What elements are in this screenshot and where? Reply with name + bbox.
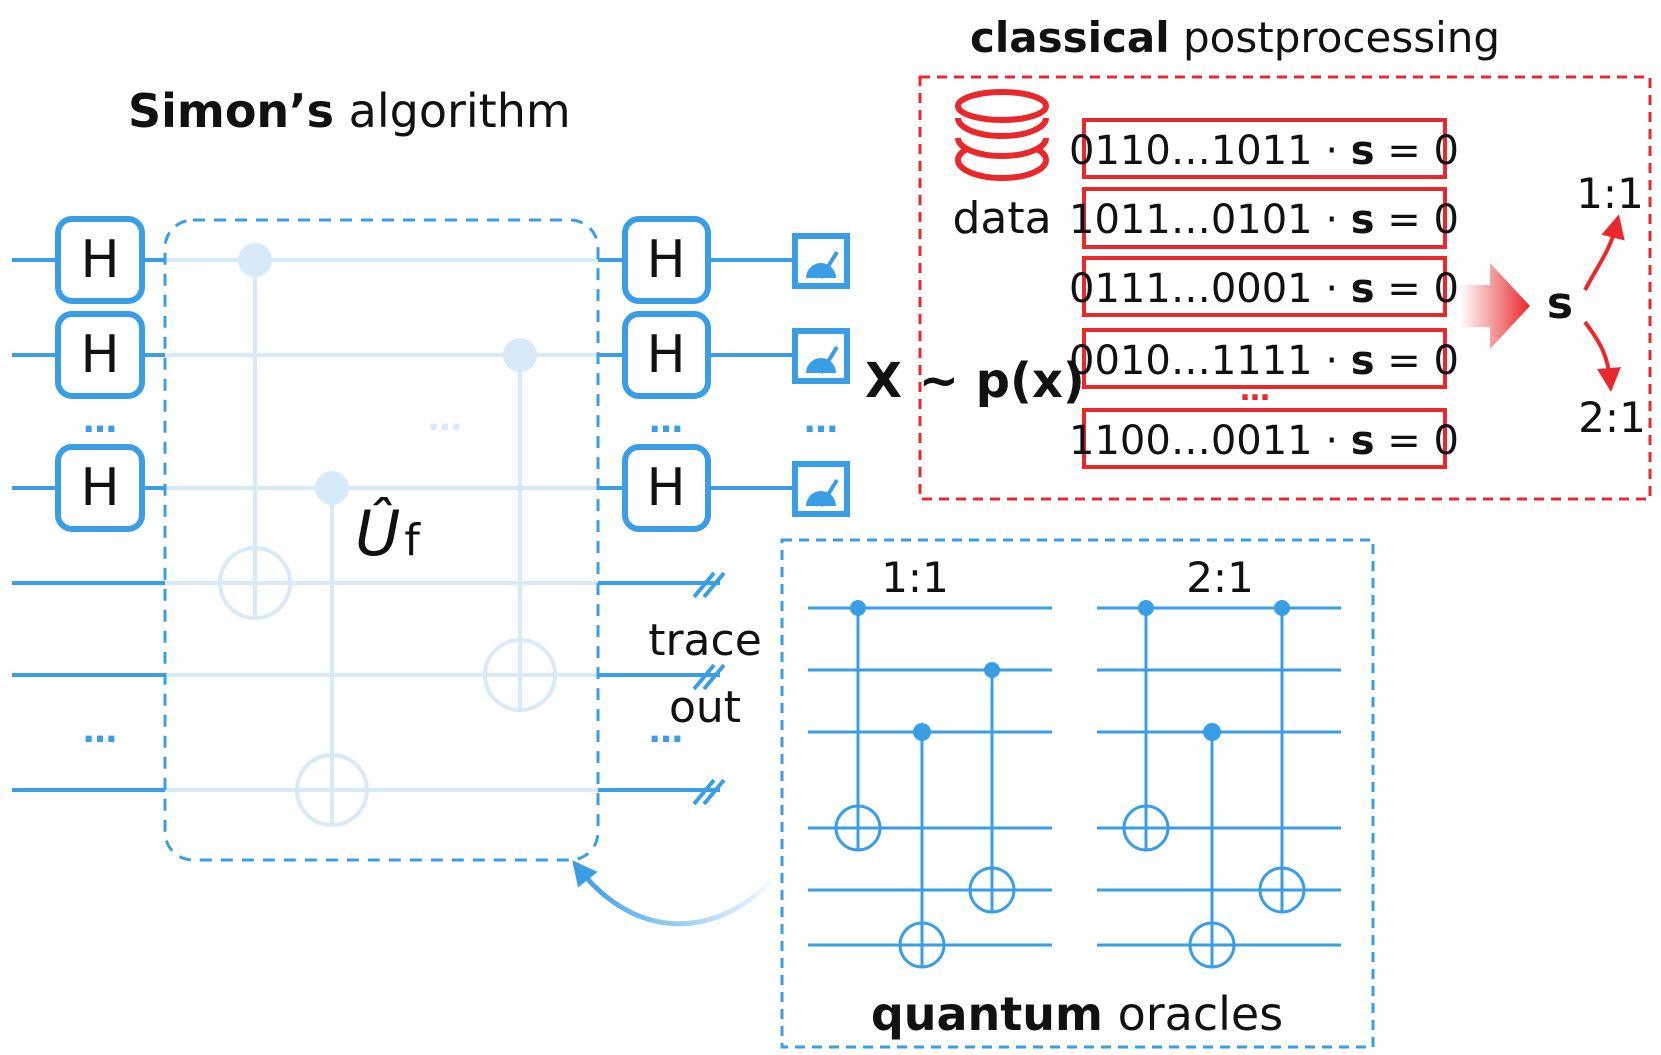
postprocessing-title: classical postprocessing: [970, 13, 1500, 62]
hadamard-gate: H: [622, 444, 711, 532]
solve-arrow: [1460, 263, 1530, 349]
quantum-oracles-title: quantum oracles: [871, 987, 1283, 1041]
oracle-ellipsis: …: [428, 399, 462, 439]
trace-out-ellipsis: …: [649, 711, 683, 751]
output-ellipsis: …: [649, 401, 683, 441]
outcome-label: 2:1: [1578, 393, 1646, 442]
svg-text:H: H: [646, 458, 685, 518]
svg-text:1011…0101 · s = 0: 1011…0101 · s = 0: [1069, 197, 1459, 243]
oracle-internal-controls: [238, 243, 537, 505]
equation-box: 1011…0101 · s = 0: [1069, 187, 1459, 249]
trace-out-marks: [692, 571, 726, 806]
equation-box: 0010…1111 · s = 0: [1069, 328, 1459, 389]
measurement-meter-icon: [792, 461, 850, 517]
outcome-arrow-up: [1583, 214, 1625, 291]
secret-string-s: s: [1547, 278, 1573, 329]
svg-text:H: H: [80, 230, 119, 290]
svg-text:0111…0001 · s = 0: 0111…0001 · s = 0: [1069, 266, 1459, 312]
sample-distribution-label: X ~ p(x): [865, 353, 1085, 409]
input-ellipsis: …: [83, 401, 117, 441]
oracle-example-controls: [1138, 600, 1290, 741]
hadamard-gate: H: [622, 311, 711, 399]
oracle-substitution-arrow: [572, 860, 774, 927]
oracle-example-circuit: [808, 606, 1052, 969]
hadamard-gate: H: [55, 311, 145, 399]
equation-box: 0111…0001 · s = 0: [1069, 256, 1459, 317]
svg-text:0110…1011 · s = 0: 0110…1011 · s = 0: [1069, 128, 1459, 174]
outcome-arrow-down: [1583, 320, 1621, 392]
quantum-oracles-panel: [780, 538, 1375, 1049]
svg-text:H: H: [646, 325, 685, 385]
oracle-example-circuit: [1097, 606, 1341, 969]
algorithm-title: Simon’s algorithm: [128, 84, 571, 138]
oracle-label: Ûf: [355, 497, 421, 570]
oracle-example-controls: [850, 600, 1000, 741]
oracle-example-label: 2:1: [1186, 553, 1254, 602]
database-icon: [955, 89, 1049, 181]
svg-text:1100…0011 · s = 0: 1100…0011 · s = 0: [1069, 418, 1459, 464]
equation-box: 0110…1011 · s = 0: [1069, 118, 1459, 179]
trace-out-label: out: [669, 682, 741, 733]
trace-out-label: trace: [648, 615, 762, 666]
measurement-meter-icon: [792, 233, 850, 289]
measurement-meter-icon: [792, 328, 850, 384]
oracle-internal-gates: [165, 258, 598, 827]
hadamard-gate: H: [622, 216, 711, 304]
hadamard-gate: H: [55, 216, 145, 304]
outcome-label: 1:1: [1576, 169, 1644, 218]
classical-panel: [918, 75, 1652, 501]
hadamard-gate: H: [55, 444, 145, 532]
equation-box: 1100…0011 · s = 0: [1069, 408, 1459, 469]
svg-text:H: H: [80, 325, 119, 385]
oracle-example-label: 1:1: [881, 553, 949, 602]
circuit-wires: [12, 258, 795, 792]
svg-text:0010…1111 · s = 0: 0010…1111 · s = 0: [1069, 338, 1459, 384]
svg-text:H: H: [646, 230, 685, 290]
data-label: data: [952, 193, 1051, 244]
ancilla-ellipsis: …: [83, 711, 117, 751]
equations-ellipsis: …: [1240, 373, 1270, 408]
meter-ellipsis: …: [804, 401, 838, 441]
svg-text:H: H: [80, 458, 119, 518]
